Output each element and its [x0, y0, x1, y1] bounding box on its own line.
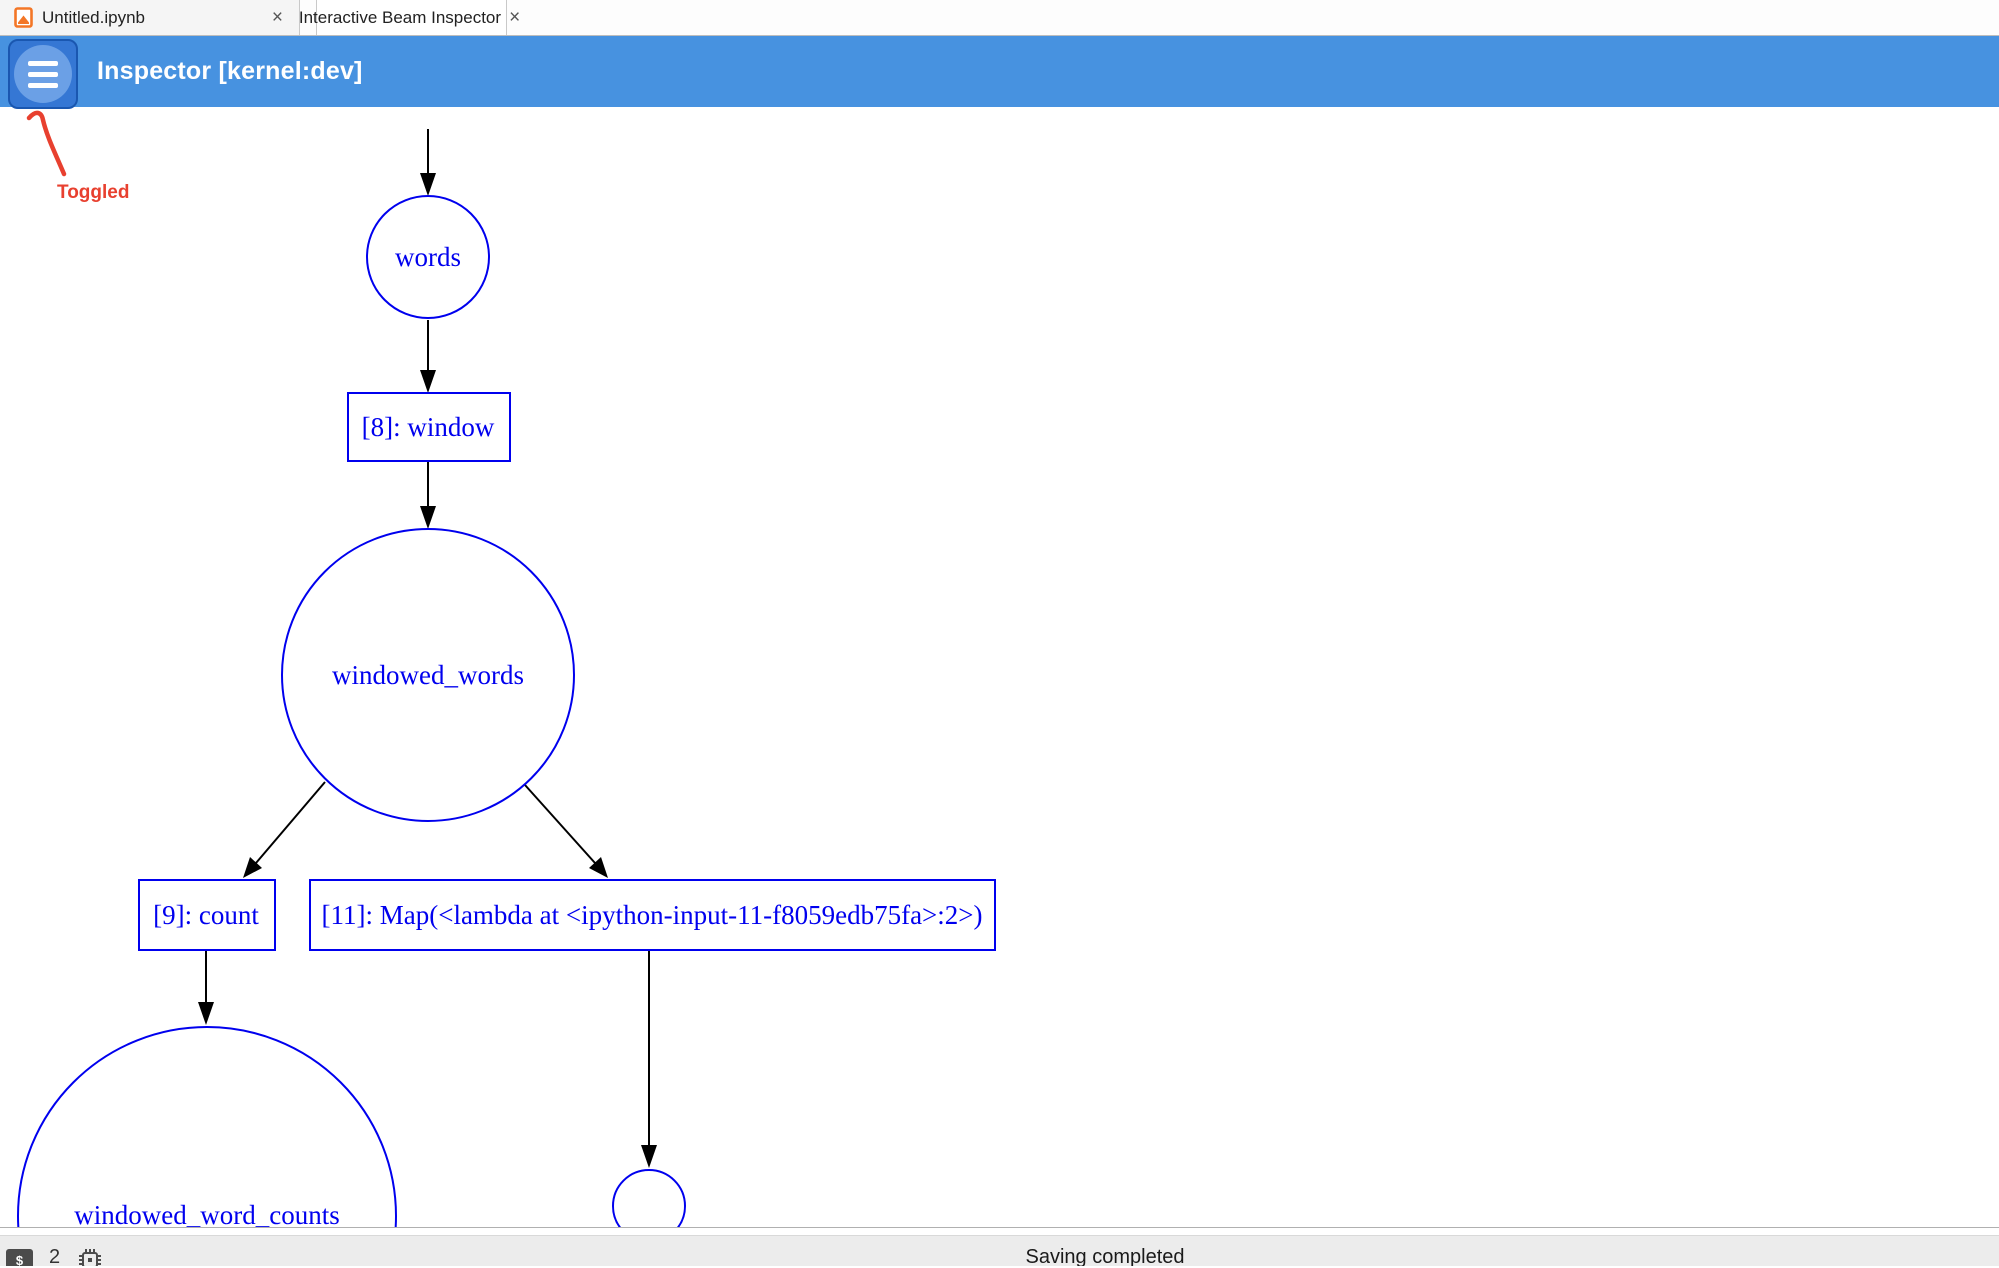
terminal-sessions-icon[interactable]: $ — [6, 1249, 33, 1266]
hamburger-icon — [28, 60, 58, 66]
node-label-map: [11]: Map(<lambda at <ipython-input-11-f… — [322, 900, 983, 930]
arrowhead — [641, 1145, 657, 1168]
node-label-window: [8]: window — [362, 412, 495, 442]
tab-beam-inspector[interactable]: Interactive Beam Inspector × — [299, 0, 520, 35]
pcollection-node-unnamed — [612, 1169, 686, 1227]
hamburger-menu-button[interactable] — [8, 39, 78, 109]
close-icon[interactable]: × — [509, 7, 521, 28]
close-icon[interactable]: × — [271, 7, 283, 28]
node-label-words: words — [395, 242, 461, 272]
transform-node-count — [138, 879, 276, 951]
transform-node-window — [347, 392, 511, 462]
hamburger-menu-highlight — [14, 45, 72, 103]
graph-edges — [205, 129, 650, 1148]
edge-windowed-words-to-map — [524, 784, 596, 864]
graph-arrowheads — [198, 173, 657, 1168]
arrowhead — [420, 173, 436, 196]
terminal-icon-glyph: $ — [15, 1252, 24, 1267]
node-label-windowed-words: windowed_words — [332, 660, 524, 690]
annotation-label: Toggled — [57, 182, 129, 203]
tab-untitled-notebook[interactable]: Untitled.ipynb × — [0, 0, 300, 35]
arrowhead — [589, 857, 608, 878]
inspector-header: Inspector [kernel:dev] — [0, 36, 1999, 109]
pipeline-graph-canvas: Toggled — [0, 107, 1999, 1228]
kernel-session-count[interactable]: 2 — [49, 1246, 61, 1266]
inspector-title: Inspector [kernel:dev] — [97, 57, 363, 85]
status-bar: $ 2 Saving completed — [0, 1235, 1999, 1266]
pcollection-node-windowed-words — [281, 528, 575, 822]
node-label-windowed-word-counts: windowed_word_counts — [74, 1200, 339, 1228]
bottom-gap-strip — [0, 1228, 1999, 1235]
node-label-count: [9]: count — [153, 900, 259, 930]
arrowhead — [198, 1002, 214, 1025]
pcollection-node-windowed-word-counts — [17, 1026, 397, 1227]
kernel-chip-icon[interactable] — [78, 1248, 102, 1266]
annotation-arrow — [26, 110, 67, 177]
tab-untitled-label: Untitled.ipynb — [42, 7, 146, 27]
save-status-message: Saving completed — [1025, 1246, 1185, 1266]
arrowhead — [243, 857, 262, 878]
arrowhead — [420, 506, 436, 529]
transform-node-map — [309, 879, 996, 951]
edge-windowed-words-to-count — [255, 781, 326, 864]
arrowhead — [420, 370, 436, 393]
pipeline-graph-svg: Toggled — [17, 110, 996, 1228]
notebook-icon — [14, 7, 33, 28]
tab-bar: Untitled.ipynb × Interactive Beam Inspec… — [0, 0, 1999, 36]
pcollection-node-words — [366, 195, 490, 319]
tab-beam-inspector-label: Interactive Beam Inspector — [298, 7, 502, 27]
